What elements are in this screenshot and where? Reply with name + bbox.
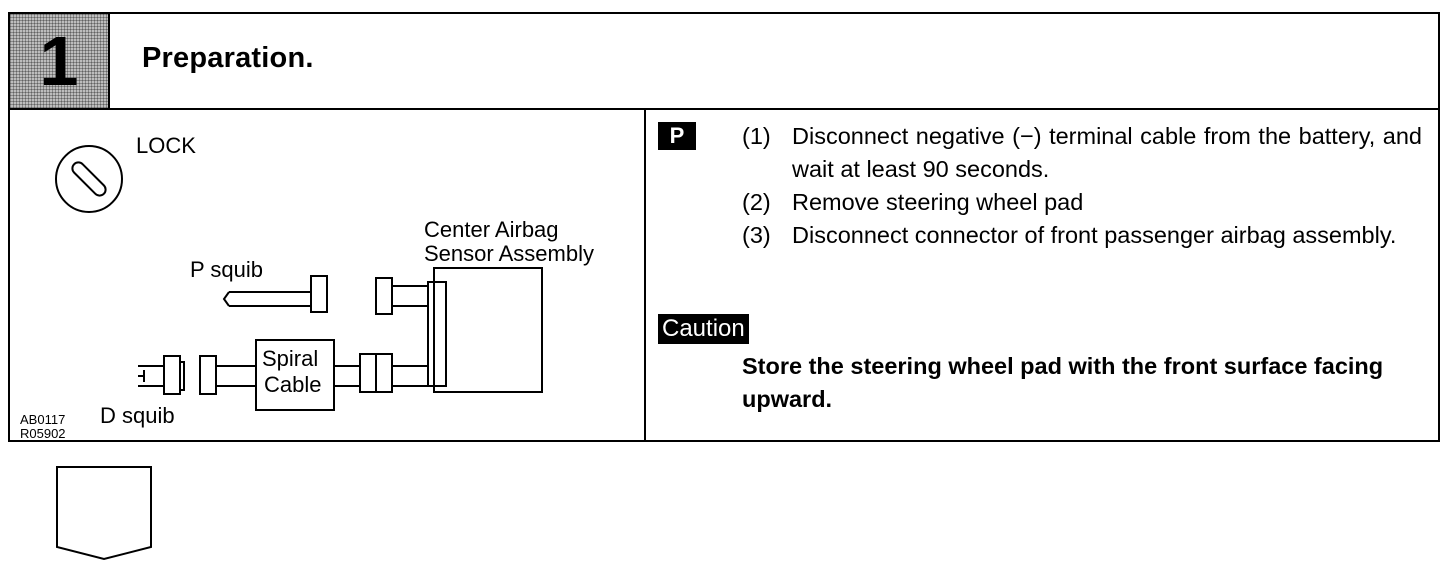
p-squib-wire [375,277,428,315]
step-2-number: (2) [742,189,771,215]
d-squib-wire [199,355,256,395]
step-1-number: (1) [742,123,771,149]
figure-code-2: R05902 [20,426,66,440]
instruction-step-1: (1) Disconnect negative (−) terminal cab… [742,120,1422,186]
instructions-cell: P (1) Disconnect negative (−) terminal c… [646,110,1440,440]
center-airbag-label-line2: Sensor Assembly [424,241,594,266]
spiral-cable-box [255,339,335,411]
p-squib-label: P squib [190,257,263,282]
caution-text: Store the steering wheel pad with the fr… [742,353,1384,412]
lock-label: LOCK [136,133,196,158]
step-3-number: (3) [742,222,771,248]
p-badge: P [658,122,696,150]
instruction-step-3: (3) Disconnect connector of front passen… [742,219,1422,252]
next-step-marker-icon [56,466,152,561]
step-title: Preparation. [142,42,314,74]
p-squib-connector [222,275,328,313]
spiral-label-line2: Cable [264,372,321,397]
spiral-label-line1: Spiral [262,346,318,371]
spiral-to-sensor-wire [334,353,428,393]
airbag-wiring-diagram: LOCK Center Airbag Sensor Assembly P squ… [20,133,594,440]
procedure-panel: 1 Preparation. LOCK Center Airbag Sensor… [8,12,1440,442]
center-airbag-sensor-box [433,267,543,393]
d-squib-label: D squib [100,403,175,428]
step-3-text: Disconnect connector of front passenger … [792,222,1397,248]
center-airbag-label-line1: Center Airbag [424,217,559,242]
diagram-cell: LOCK Center Airbag Sensor Assembly P squ… [10,110,646,440]
step-number-box: 1 [10,14,110,108]
sensor-connector-strip [427,281,447,387]
figure-code-1: AB0117 [20,412,65,427]
ignition-lock-icon [55,145,123,213]
d-squib-connector [138,355,185,395]
step-number: 1 [39,22,79,100]
step-1-text: Disconnect negative (−) terminal cable f… [792,123,1422,182]
caution-badge: Caution [658,314,749,344]
step-header: 1 Preparation. [10,14,1438,110]
step-2-text: Remove steering wheel pad [792,189,1084,215]
instruction-step-2: (2) Remove steering wheel pad [742,186,1422,219]
